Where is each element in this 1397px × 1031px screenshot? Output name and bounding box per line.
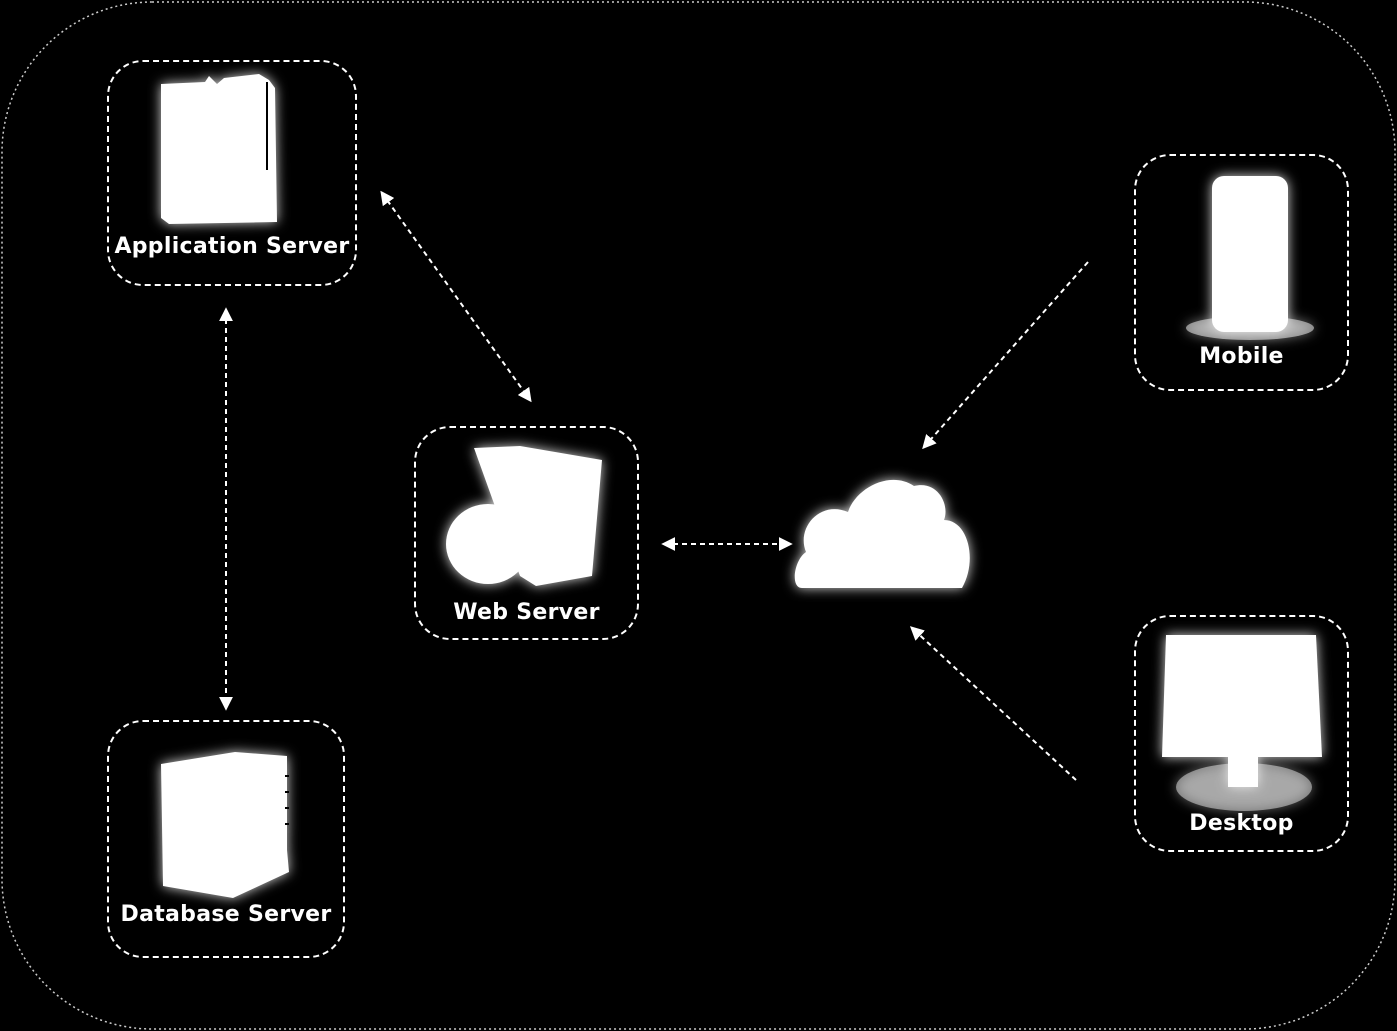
desktop-node[interactable]: Desktop bbox=[1134, 615, 1349, 852]
web-server-node[interactable]: Web Server bbox=[414, 426, 639, 640]
database-server-label: Database Server bbox=[120, 902, 332, 927]
cloud-icon bbox=[794, 479, 970, 588]
web-server-globe-icon bbox=[446, 446, 602, 586]
tower-server-icon bbox=[161, 74, 277, 224]
application-server-node[interactable]: Application Server bbox=[107, 60, 357, 286]
web-server-label: Web Server bbox=[453, 600, 600, 625]
desktop-label: Desktop bbox=[1189, 811, 1294, 836]
mobile-phone-icon bbox=[1186, 176, 1314, 340]
rack-server-icon bbox=[161, 752, 289, 898]
mobile-node[interactable]: Mobile bbox=[1134, 154, 1349, 391]
connector-app-web bbox=[380, 190, 532, 403]
connector-mobile-cloud bbox=[922, 261, 1089, 450]
application-server-label: Application Server bbox=[114, 234, 350, 259]
mobile-label: Mobile bbox=[1199, 344, 1284, 369]
database-server-node[interactable]: Database Server bbox=[107, 720, 345, 958]
connector-desktop-cloud bbox=[909, 626, 1077, 781]
desktop-monitor-icon bbox=[1162, 635, 1322, 811]
